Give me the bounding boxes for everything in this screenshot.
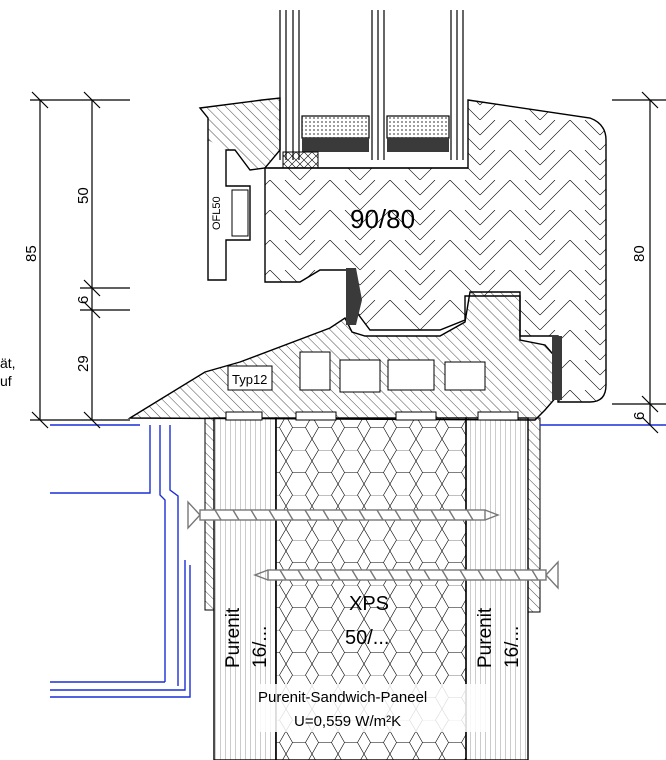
frame-profile-label: 90/80 — [350, 204, 415, 234]
purenit-right-label: Purenit — [475, 607, 496, 668]
timber-sash — [264, 99, 607, 403]
purenit-left-label: Purenit — [223, 607, 244, 668]
dim-left-bottom: 29 — [75, 355, 92, 372]
xps-label: XPS — [349, 593, 389, 615]
ofl-label: OFL50 — [211, 196, 223, 230]
screw-upper — [187, 500, 500, 530]
dim-left-total: 85 — [23, 245, 40, 262]
typ-label: Typ12 — [232, 372, 267, 387]
cut-text-2: uf — [0, 373, 12, 389]
sill-profile: Typ12 — [127, 268, 562, 421]
spacer-desiccant — [301, 115, 450, 152]
purenit-left-thickness: 16/... — [250, 626, 271, 668]
glazing-unit — [279, 10, 464, 160]
screw-lower — [253, 560, 559, 590]
cut-text-1: ät, — [0, 355, 16, 371]
dimensions-right — [612, 91, 666, 434]
purenit-right-thickness: 16/... — [502, 626, 523, 668]
xps-thickness: 50/... — [345, 627, 389, 649]
dim-right-total: 80 — [631, 245, 648, 262]
dim-right-bottom: 6 — [631, 412, 648, 420]
glazing-bead: OFL50 — [198, 97, 281, 281]
panel-u-value: U=0,559 W/m²K — [294, 713, 401, 730]
dim-left-top: 50 — [75, 187, 92, 204]
external-sill-reference — [50, 424, 666, 698]
panel-name: Purenit-Sandwich-Paneel — [258, 689, 427, 706]
dim-left-gap: 6 — [75, 296, 92, 304]
dimensions-left — [30, 91, 130, 429]
